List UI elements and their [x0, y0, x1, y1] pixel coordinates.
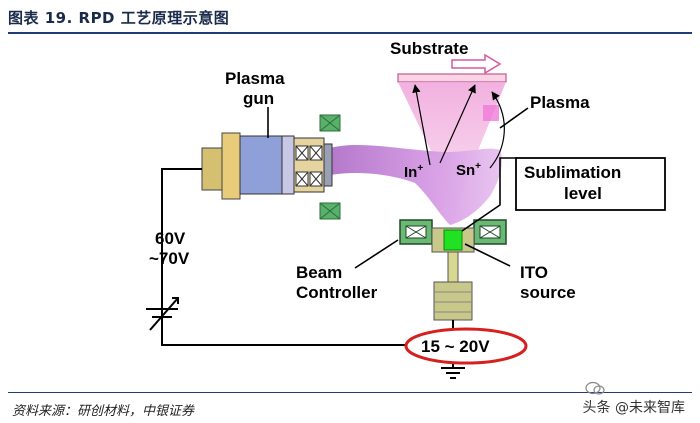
ground-icon — [441, 367, 465, 379]
sublimation-label-line2: level — [564, 184, 602, 203]
watermark-logo-icon — [585, 381, 605, 395]
plasma-cone — [398, 82, 506, 218]
plasma-gun-label-line2: gun — [243, 89, 274, 108]
sublimation-label-line1: Sublimation — [524, 163, 621, 182]
gun-voltage-label-line2: ~70V — [149, 249, 190, 268]
footer-divider — [8, 392, 692, 393]
plasma-beam — [330, 144, 502, 225]
ion-trajectories — [412, 84, 505, 169]
voltage-highlight — [404, 327, 528, 365]
plasma-gun — [201, 132, 333, 200]
substrate — [397, 73, 507, 83]
plasma-label: Plasma — [530, 93, 590, 112]
ito-source-label-line2: source — [520, 283, 576, 302]
ito-source-label-line1: ITO — [520, 263, 548, 282]
variable-power-supply-icon — [146, 297, 179, 331]
source-note: 资料来源：研创材料，中银证券 — [12, 404, 195, 419]
substrate-label: Substrate — [390, 39, 468, 58]
callout-lines — [267, 107, 529, 269]
beam-controller-label-line2: Controller — [296, 283, 378, 302]
beam-controller-magnet-left — [399, 219, 433, 245]
figure-caption: 图表 19. RPD 工艺原理示意图 — [8, 9, 230, 27]
caption-divider — [8, 32, 692, 34]
plasma-gun-label-line1: Plasma — [225, 69, 285, 88]
gun-magnet-top — [319, 114, 341, 132]
gun-magnet-bottom — [319, 202, 341, 220]
plasma-marker — [483, 105, 499, 121]
ito-source — [431, 227, 475, 321]
ion-sn-label: Sn+ — [456, 161, 481, 179]
ion-in-label: In+ — [404, 163, 423, 181]
gun-voltage-label-line1: 60V — [155, 229, 186, 248]
watermark: 头条 @未来智库 — [579, 396, 688, 418]
source-voltage-label: 15 ~ 20V — [421, 337, 490, 356]
beam-controller-magnet-right — [473, 219, 507, 245]
substrate-direction-arrow — [451, 53, 502, 75]
sublimation-label-box — [515, 157, 666, 211]
beam-controller-label-line1: Beam — [296, 263, 342, 282]
